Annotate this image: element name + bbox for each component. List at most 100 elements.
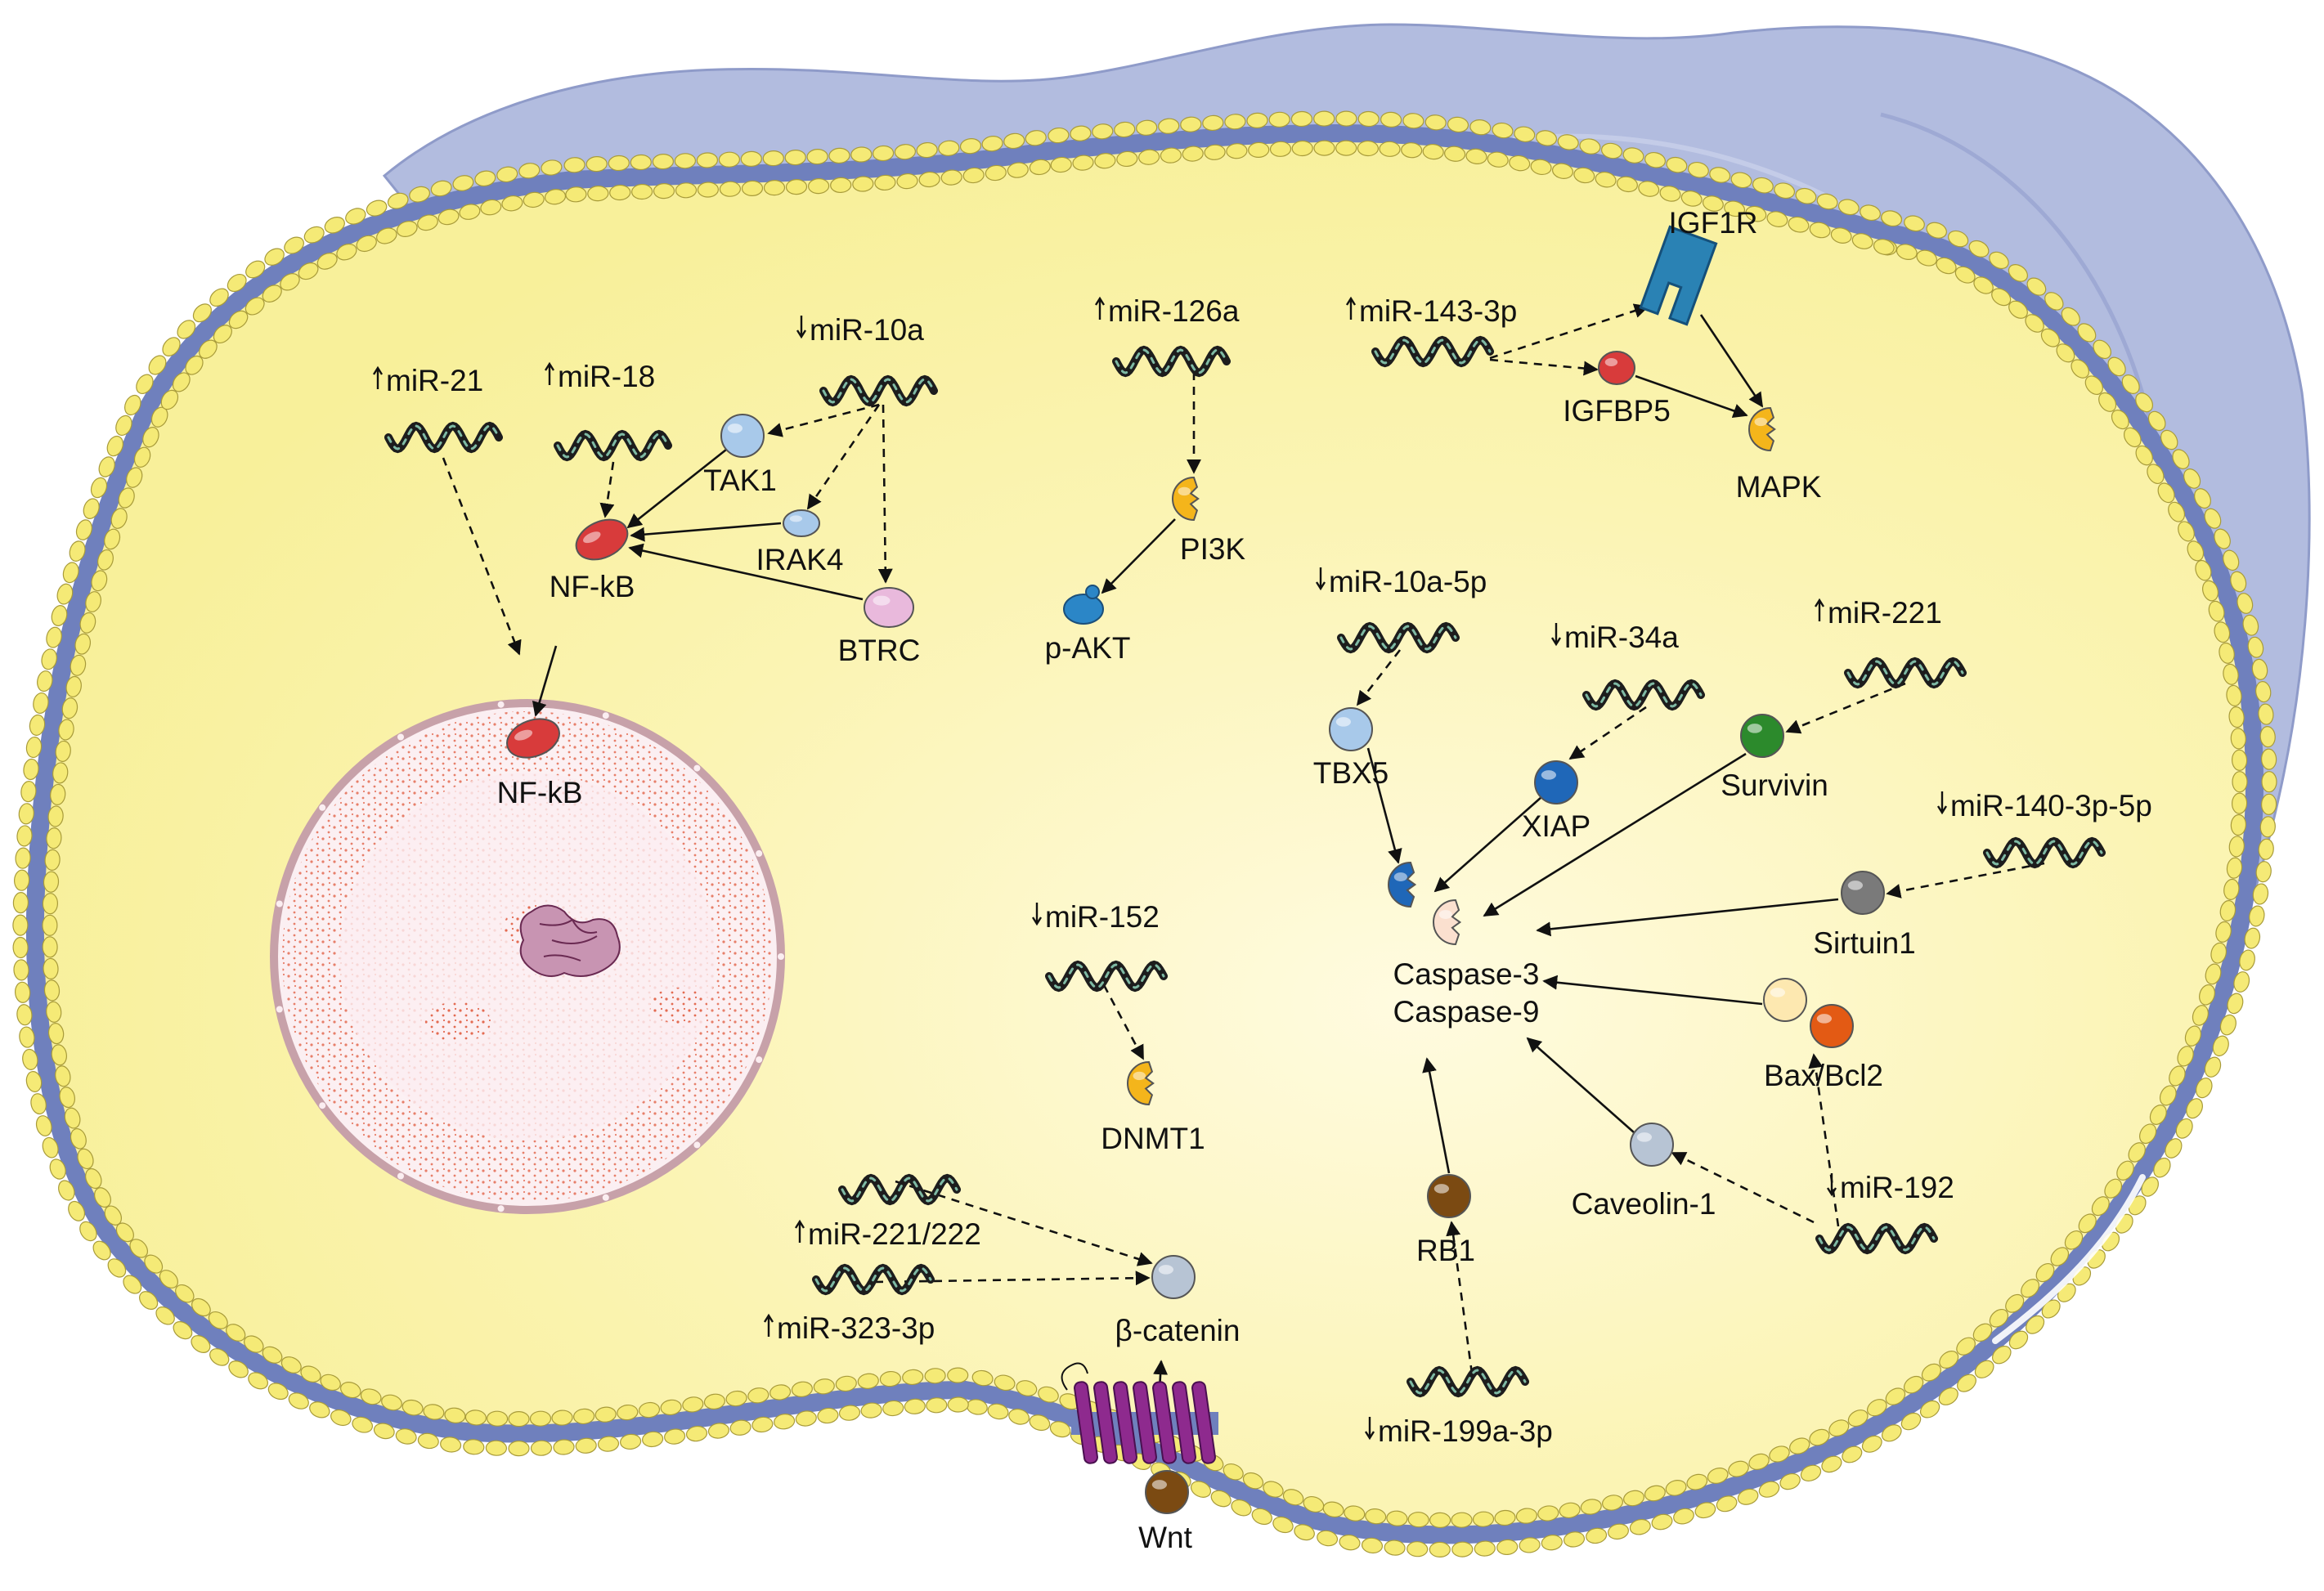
bcatenin-node [1151,1255,1196,1299]
membrane-bead [2202,580,2219,602]
membrane-bead [740,150,762,168]
membrane-bead [2230,571,2247,593]
membrane-bead [2159,1085,2177,1106]
nuclear-pore [756,1056,763,1064]
label-rb1: RB1 [1416,1234,1475,1267]
membrane-bead [25,1071,43,1092]
membrane-bead [2259,816,2276,838]
membrane-bead [1402,113,1424,129]
membrane-bead [830,177,852,194]
edge-rb1-caspase [1422,1057,1451,1174]
membrane-bead [2187,540,2205,562]
down-arrow-icon [1031,903,1043,926]
membrane-bead [376,227,397,244]
label-caspase9: Caspase-9 [1393,995,1540,1029]
membrane-bead [882,1400,904,1417]
membrane-bead [2239,949,2255,971]
membrane-bead [1686,1473,1708,1490]
membrane-bead [553,1439,575,1455]
mirna-name: miR-192 [1840,1171,1954,1204]
membrane-bead [729,1419,751,1436]
edge-mir221222-bcatenin-lower [874,1271,1151,1286]
membrane-bead [409,186,430,203]
membrane-bead [228,1360,249,1378]
survivin-node [1740,714,1784,758]
membrane-bead [1386,1510,1408,1526]
membrane-bead [2205,963,2222,985]
membrane-bead [1938,1387,1958,1405]
nuclear-pore [397,1172,404,1180]
membrane-bead [68,1200,86,1221]
nuclear-pore [602,1194,609,1201]
pathway-edges [442,303,2045,1391]
plasma-membrane [12,110,2277,1558]
membrane-bead [1335,110,1357,127]
membrane-bead [1303,1496,1325,1513]
label-mir18: miR-18 [544,360,655,393]
membrane-bead [1972,1323,1993,1342]
membrane-bead [1680,190,1703,207]
edge-tak1-nfkb [626,448,727,529]
membrane-bead [30,1093,47,1115]
mirna-name: miR-10a [810,313,924,347]
membrane-bead [213,325,232,344]
membrane-bead [1496,1539,1519,1556]
membrane-bead [971,1369,994,1387]
membrane-bead [2192,1005,2209,1026]
membrane-bead [2242,614,2259,636]
membrane-bead [1202,114,1224,132]
membrane-bead [959,138,982,155]
membrane-bead [1559,1502,1581,1518]
membrane-bead [1788,216,1810,233]
membrane-bead [487,1410,509,1427]
membrane-bead [58,719,74,741]
membrane-bead [1361,1537,1384,1554]
membrane-bead [1313,140,1335,156]
membrane-bead [300,1365,321,1383]
membrane-bead [785,178,808,195]
membrane-bead [208,1311,228,1329]
membrane-bead [2184,1025,2201,1046]
membrane-bead [2219,900,2237,921]
membrane-bead [496,166,518,183]
membrane-bead [248,1372,268,1390]
membrane-bead [926,1397,948,1414]
label-tbx5: TBX5 [1313,756,1389,790]
membrane-bead [2195,559,2212,581]
membrane-bead [806,148,828,165]
membrane-bead [29,714,46,736]
membrane-bead [791,1381,813,1397]
up-arrow-icon [1814,598,1825,621]
membrane-bead [2260,748,2277,770]
membrane-bead [660,1399,682,1416]
membrane-bead [97,549,114,571]
membrane-bead [70,654,87,676]
bax-node [1763,978,1807,1022]
membrane-bead [1601,142,1622,159]
membrane-bead [2214,528,2231,549]
membrane-bead [1339,1534,1361,1551]
membrane-bead [501,195,523,212]
membrane-bead [2249,905,2265,927]
membrane-bead [1816,193,1838,210]
membrane-bead [324,217,345,234]
edge-tbx5-caspase [1366,747,1402,864]
nuclear-pore [497,1205,505,1212]
membrane-bead [1092,123,1114,140]
membrane-bead [664,1428,686,1445]
membrane-bead [2008,1330,2029,1350]
membrane-bead [1991,288,2012,307]
membrane-bead [1136,119,1158,136]
membrane-bead [51,1044,67,1066]
mirna-mir10a-icon [819,374,938,407]
membrane-bead [423,1404,445,1420]
btrc-node [864,587,914,628]
membrane-bead [1246,112,1268,129]
membrane-bead [1595,171,1617,188]
membrane-bead [1730,172,1752,189]
membrane-bead [42,936,58,958]
membrane-bead [1623,1490,1644,1507]
membrane-bead [23,758,39,781]
membrane-bead [1644,152,1666,168]
